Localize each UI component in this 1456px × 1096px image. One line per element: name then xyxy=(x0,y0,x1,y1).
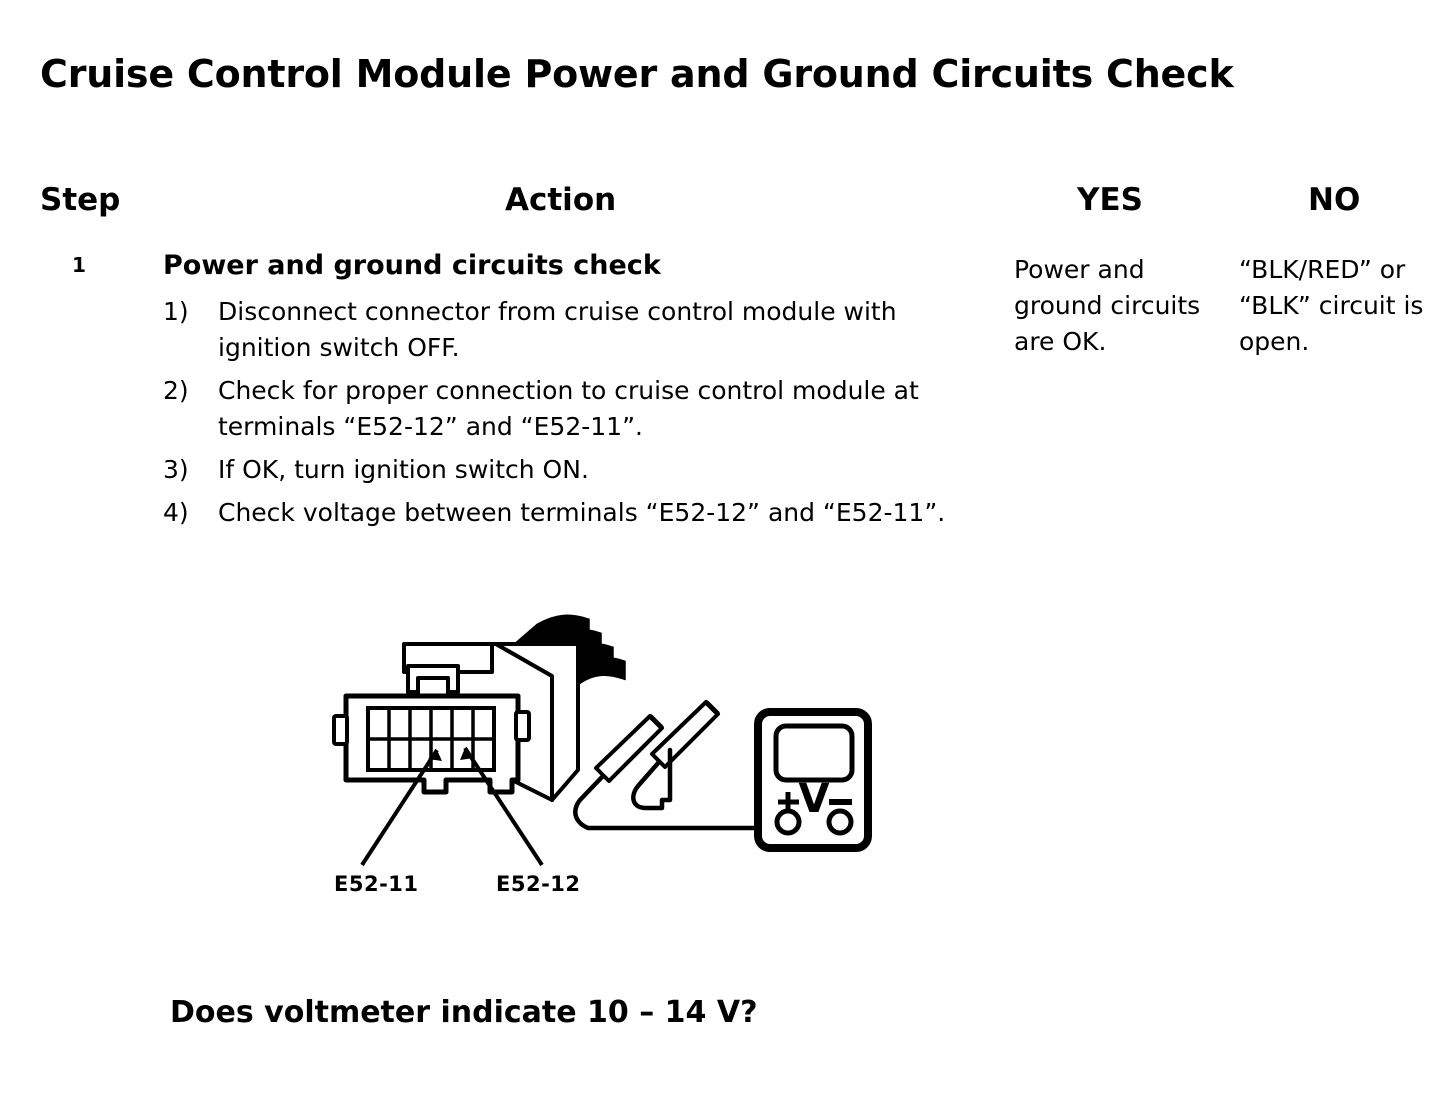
action-step-list: 1) Disconnect connector from cruise cont… xyxy=(163,294,963,531)
test-probe-positive xyxy=(650,700,720,769)
column-header-no: NO xyxy=(1308,182,1361,218)
terminal-label-e52-11: E52-11 xyxy=(334,872,419,896)
no-result-cell: “BLK/RED” or “BLK” circuit is open. xyxy=(1239,255,1424,356)
column-header-action: Action xyxy=(505,182,617,218)
plus-icon xyxy=(778,792,799,812)
leader-lines xyxy=(360,746,544,867)
list-item-text: If OK, turn ignition switch ON. xyxy=(218,455,589,485)
step-number: 1 xyxy=(72,253,86,277)
page-title: Cruise Control Module Power and Ground C… xyxy=(40,52,1234,97)
voltmeter-jack-positive xyxy=(774,808,802,836)
voltmeter-display xyxy=(773,723,855,783)
action-cell: Power and ground circuits check 1) Disco… xyxy=(163,250,963,538)
list-item-text: Check voltage between terminals “E52-12”… xyxy=(218,498,946,528)
list-item: 3) If OK, turn ignition switch ON. xyxy=(163,452,963,488)
voltage-symbol-icon: V xyxy=(799,776,830,822)
list-item-text: Disconnect connector from cruise control… xyxy=(218,297,897,363)
probe-cables xyxy=(573,747,763,831)
yes-result-cell: Power and ground circuits are OK. xyxy=(1014,255,1201,356)
diagram-svg: V xyxy=(332,614,872,867)
list-marker: 2) xyxy=(163,376,189,406)
list-marker: 4) xyxy=(163,498,189,528)
list-marker: 3) xyxy=(163,455,189,485)
connector-latch-icon xyxy=(402,642,494,698)
wiring-diagram-figure: V E52-11 E52-12 xyxy=(320,600,900,940)
list-item: 2) Check for proper connection to cruise… xyxy=(163,373,963,445)
column-header-yes: YES xyxy=(1077,182,1143,218)
list-marker: 1) xyxy=(163,297,189,327)
voltmeter-jack-negative xyxy=(826,808,854,836)
diagnostic-question: Does voltmeter indicate 10 – 14 V? xyxy=(170,995,758,1030)
list-item: 1) Disconnect connector from cruise cont… xyxy=(163,294,963,366)
column-header-step: Step xyxy=(40,182,121,218)
leader-arrowheads xyxy=(428,748,474,761)
list-item: 4) Check voltage between terminals “E52-… xyxy=(163,495,963,531)
terminal-label-e52-12: E52-12 xyxy=(496,872,581,896)
list-item-text: Check for proper connection to cruise co… xyxy=(218,376,919,442)
action-heading: Power and ground circuits check xyxy=(163,250,661,281)
connector-side-clip xyxy=(332,710,531,746)
